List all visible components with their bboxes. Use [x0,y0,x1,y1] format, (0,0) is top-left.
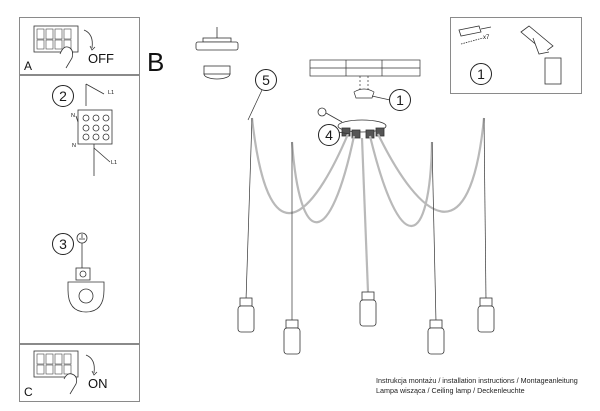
panel-a-letter: A [24,59,33,73]
panel-b-letter: B [147,47,165,77]
step-1-main-badge: 1 [389,89,411,111]
panel-left-steps: N L1 N L1 2 3 [19,75,140,344]
wiring-label-bottom-l1: L1 [111,160,118,166]
wiring-label-top-n: N [71,113,75,119]
lamp-holders [237,291,495,355]
footer-instructions-line: Instrukcja montażu / installation instru… [376,376,578,385]
switch-off-illustration [33,25,96,69]
panel-c-letter: C [24,385,33,399]
step-3-badge: 3 [52,233,74,255]
switch-on-label: ON [88,376,108,391]
wiring-label-top-l1: L1 [108,90,115,96]
pendant-cables [250,117,486,293]
switch-off-label: OFF [88,51,114,66]
ceiling-board [309,59,421,99]
switch-on-illustration [33,350,98,395]
wiring-label-bottom-n: N [72,143,76,149]
pendant-drops [245,117,487,323]
wiring-illustration [75,83,113,176]
canopy-hub [317,107,387,150]
mounting-kit-illustration [458,25,562,85]
step-1-kit-badge: 1 [470,63,492,85]
dowel-count-label: x7 [483,35,490,41]
panel-kit: x7 1 [450,17,582,94]
ground-terminal-illustration [67,232,105,313]
footer-product-line: Lampa wisząca / Ceiling lamp / Deckenleu… [376,386,525,395]
step-4-badge: 4 [318,124,340,146]
canopy-parts [195,27,239,80]
panel-c: C ON [19,344,140,402]
panel-a: A OFF [19,17,140,75]
step-2-badge: 2 [52,85,74,107]
step-5-badge: 5 [255,69,277,91]
